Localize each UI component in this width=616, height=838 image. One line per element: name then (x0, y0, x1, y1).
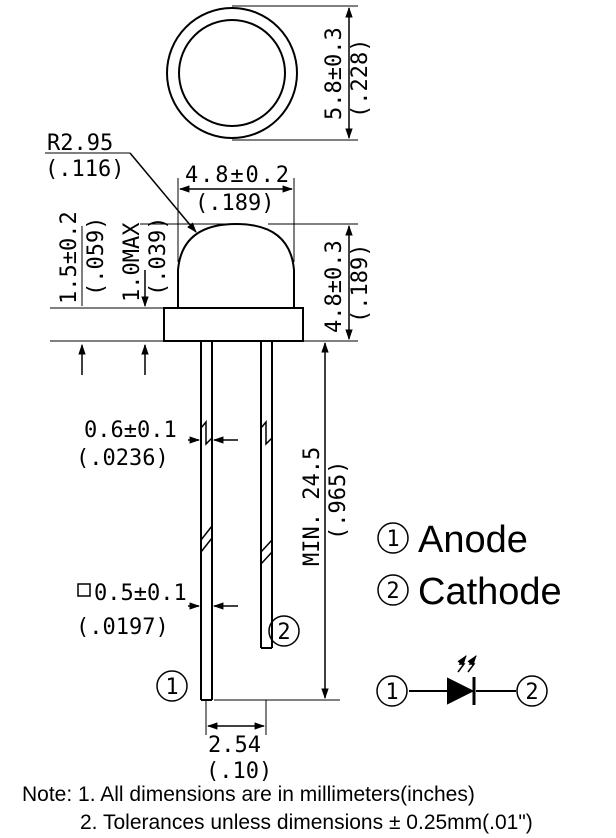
flange-max-in-text: (.039) (146, 217, 171, 296)
dome-height-in-text: (.059) (84, 217, 109, 296)
legend-pin1-circle (377, 522, 409, 554)
body-height-in-text: (.189) (348, 244, 373, 323)
pin2-marker-circle (268, 615, 300, 647)
lead-length-in-text: (.965) (326, 461, 351, 540)
body-width-mm-text: 4.8±0.2 (185, 163, 289, 188)
top-view-inner-circle (178, 19, 286, 127)
pin1-marker-circle (156, 670, 188, 702)
note-line-1: Note: 1. All dimensions are in millimete… (22, 783, 475, 806)
anode-label: Anode (418, 519, 528, 561)
led-flange (163, 307, 304, 342)
led-schematic-symbol (409, 655, 516, 705)
symbol-pin1-number: 1 (385, 680, 398, 705)
symbol-pin1-circle (376, 675, 408, 707)
lead-dia-mm-text: 0.6±0.1 (84, 418, 177, 443)
radius-in-text: (.116) (45, 157, 124, 182)
top-view-outer-circle (166, 7, 298, 139)
legend-pin2-circle (377, 574, 409, 606)
flange-max-mm-text: 1.0MAX (120, 222, 145, 302)
lead-square-in-text: (.0197) (76, 615, 169, 640)
note-line-2: 2. Tolerances unless dimensions ± 0.25mm… (80, 811, 533, 834)
pitch-mm-text: 2.54 (208, 733, 261, 758)
body-height-mm-text: 4.8±0.3 (322, 240, 347, 333)
pin2-marker-number: 2 (277, 620, 290, 645)
diameter-mm-text: 5.8±0.3 (322, 27, 347, 120)
legend-pin2-number: 2 (386, 579, 399, 604)
radius-mm-text: R2.95 (47, 131, 113, 156)
body-width-in-text: (.189) (195, 191, 274, 216)
legend-pin1-number: 1 (386, 527, 399, 552)
dome-height-mm-text: 1.5±0.2 (57, 211, 82, 304)
pin1-marker-number: 1 (165, 675, 178, 700)
symbol-pin2-number: 2 (525, 680, 538, 705)
lead-length-mm-text: MIN. 24.5 (300, 447, 325, 566)
led-dome (177, 222, 295, 308)
symbol-pin2-circle (516, 675, 548, 707)
lead-square-mm-text: 0.5±0.1 (94, 581, 187, 606)
diameter-in-text: (.228) (348, 39, 373, 118)
pitch-in-text: (.10) (206, 759, 272, 784)
square-lead-symbol (77, 583, 91, 597)
cathode-label: Cathode (418, 571, 562, 613)
lead-dia-in-text: (.0236) (76, 446, 169, 471)
